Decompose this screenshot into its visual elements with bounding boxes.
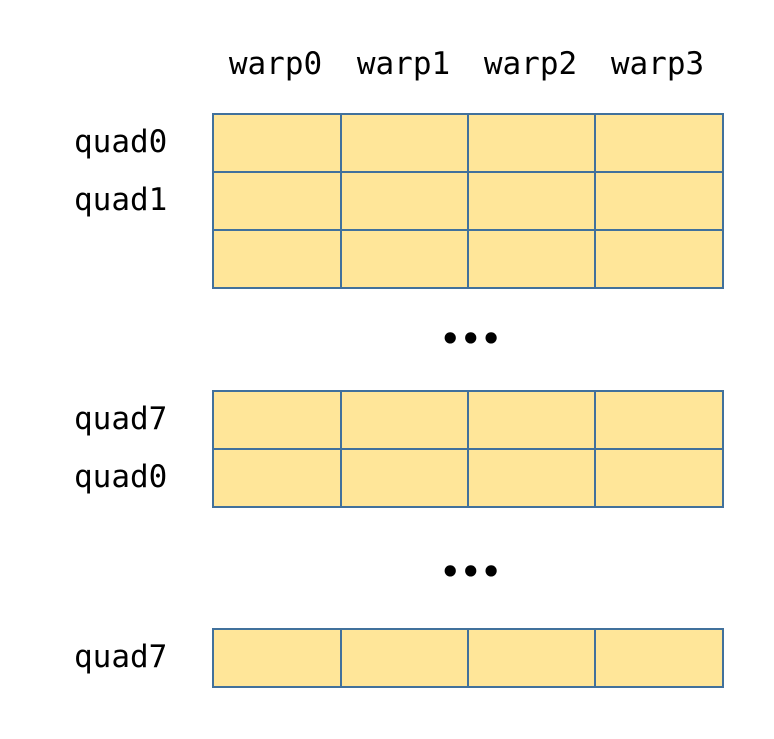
- grid-cell-r1-c1: [340, 171, 469, 231]
- grid-cell-r5-c1: [340, 628, 469, 688]
- grid-cell-r2-c1: [340, 229, 469, 289]
- grid-cell-r0-c0: [212, 113, 342, 173]
- grid-cell-r1-c3: [594, 171, 724, 231]
- grid-cell-r2-c2: [467, 229, 596, 289]
- column-header-warp2: warp2: [483, 46, 578, 82]
- grid-cell-r4-c3: [594, 448, 724, 508]
- grid-cell-r0-c1: [340, 113, 469, 173]
- grid-cell-r0-c3: [594, 113, 724, 173]
- grid-cell-r5-c3: [594, 628, 724, 688]
- grid-cell-r5-c2: [467, 628, 596, 688]
- column-header-warp0: warp0: [228, 46, 323, 82]
- grid-cell-r1-c0: [212, 171, 342, 231]
- grid-cell-r2-c3: [594, 229, 724, 289]
- row-label-quad7-first: quad7: [74, 401, 168, 437]
- column-header-warp1: warp1: [356, 46, 451, 82]
- grid-cell-r2-c0: [212, 229, 342, 289]
- grid-cell-r4-c0: [212, 448, 342, 508]
- grid-cell-r3-c1: [340, 390, 469, 450]
- row-label-quad1: quad1: [74, 182, 168, 218]
- grid-cell-r5-c0: [212, 628, 342, 688]
- row-label-quad7-last: quad7: [74, 639, 168, 675]
- grid-cell-r4-c2: [467, 448, 596, 508]
- grid-cell-r0-c2: [467, 113, 596, 173]
- grid-cell-r3-c3: [594, 390, 724, 450]
- row-label-quad0-second: quad0: [74, 459, 168, 495]
- ellipsis-lower: •••: [440, 553, 502, 591]
- grid-cell-r4-c1: [340, 448, 469, 508]
- grid-cell-r3-c2: [467, 390, 596, 450]
- grid-cell-r1-c2: [467, 171, 596, 231]
- row-label-quad0-first: quad0: [74, 124, 168, 160]
- ellipsis-upper: •••: [440, 320, 502, 358]
- grid-cell-r3-c0: [212, 390, 342, 450]
- column-header-warp3: warp3: [610, 46, 705, 82]
